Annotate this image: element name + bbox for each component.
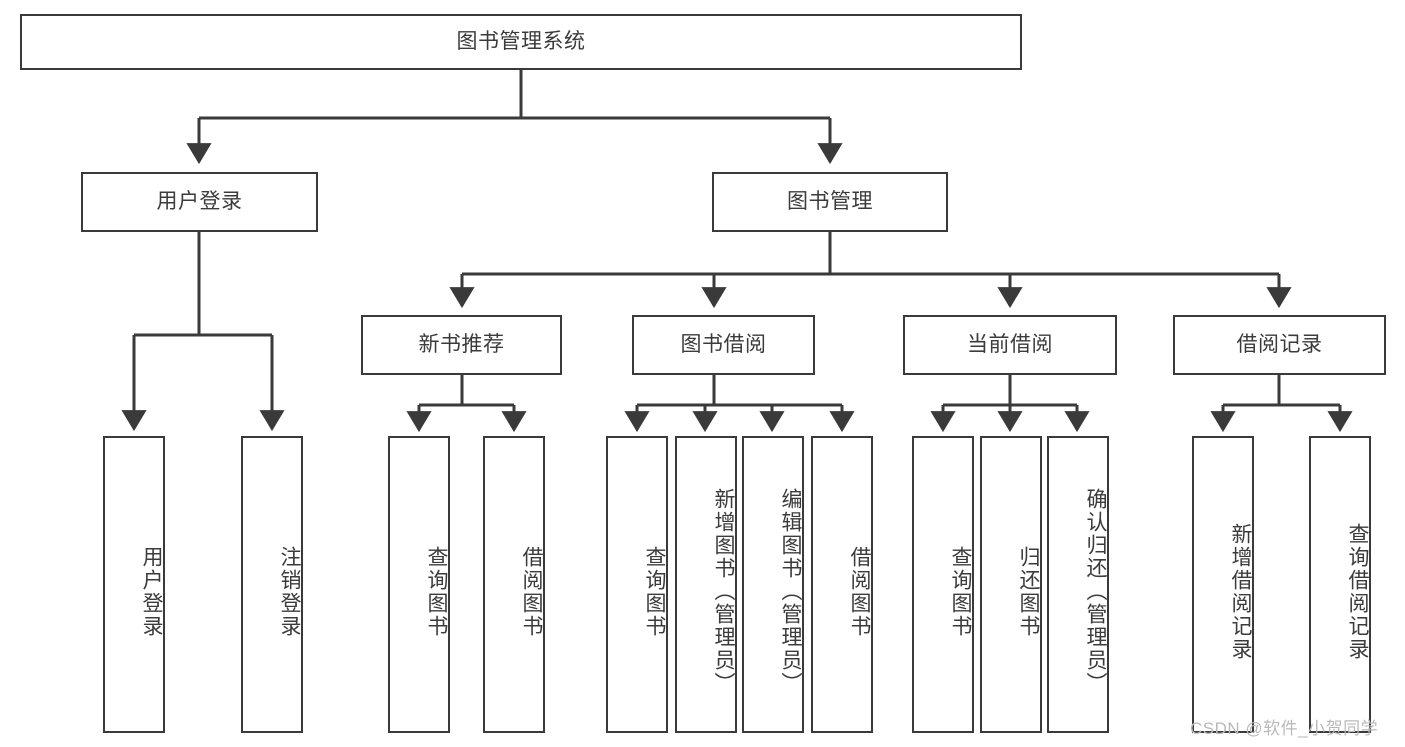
node-root-system[interactable]: 图书管理系统 xyxy=(20,14,1022,70)
node-label: 借阅图书 xyxy=(520,545,543,638)
node-label: 当前借阅 xyxy=(967,333,1053,357)
node-label: 查询图书 xyxy=(425,545,448,638)
node-label: 图书借阅 xyxy=(680,333,767,357)
node-label: 新增图书（管理员） xyxy=(712,488,735,695)
node-book-manage[interactable]: 图书管理 xyxy=(712,172,948,232)
node-leaf-borrow-book-2[interactable]: 借阅图书 xyxy=(811,436,873,733)
node-label: 注销登录 xyxy=(278,545,301,638)
node-label: 归还图书 xyxy=(1017,545,1040,638)
node-leaf-add-book[interactable]: 新增图书（管理员） xyxy=(675,436,737,733)
node-label: 查询借阅记录 xyxy=(1346,522,1369,661)
node-leaf-return-book[interactable]: 归还图书 xyxy=(980,436,1042,733)
node-leaf-user-login[interactable]: 用户登录 xyxy=(103,436,165,733)
node-label: 借阅记录 xyxy=(1236,333,1323,357)
node-label: 图书管理系统 xyxy=(456,30,586,54)
node-book-borrow[interactable]: 图书借阅 xyxy=(632,315,815,375)
node-borrow-record[interactable]: 借阅记录 xyxy=(1173,315,1386,375)
node-leaf-query-record[interactable]: 查询借阅记录 xyxy=(1309,436,1371,733)
node-leaf-add-record[interactable]: 新增借阅记录 xyxy=(1192,436,1254,733)
node-leaf-query-book-2[interactable]: 查询图书 xyxy=(606,436,668,733)
node-label: 查询图书 xyxy=(643,545,666,638)
node-label: 新增借阅记录 xyxy=(1229,522,1252,661)
node-user-login[interactable]: 用户登录 xyxy=(81,172,318,232)
node-label: 查询图书 xyxy=(949,545,972,638)
node-label: 新书推荐 xyxy=(418,333,505,357)
node-label: 编辑图书（管理员） xyxy=(779,488,802,695)
node-label: 借阅图书 xyxy=(848,545,871,638)
node-label: 确认归还（管理员） xyxy=(1084,488,1107,695)
node-leaf-confirm-return[interactable]: 确认归还（管理员） xyxy=(1047,436,1109,733)
node-leaf-query-book-1[interactable]: 查询图书 xyxy=(388,436,450,733)
node-leaf-borrow-book-1[interactable]: 借阅图书 xyxy=(483,436,545,733)
node-new-book-recommend[interactable]: 新书推荐 xyxy=(361,315,562,375)
node-label: 用户登录 xyxy=(156,190,243,214)
node-leaf-edit-book[interactable]: 编辑图书（管理员） xyxy=(742,436,804,733)
node-leaf-query-book-3[interactable]: 查询图书 xyxy=(912,436,974,733)
node-label: 用户登录 xyxy=(140,545,163,638)
node-leaf-logout-login[interactable]: 注销登录 xyxy=(241,436,303,733)
node-current-borrow[interactable]: 当前借阅 xyxy=(903,315,1117,375)
node-label: 图书管理 xyxy=(787,190,873,214)
watermark: CSDN @软件_小贺同学 xyxy=(1190,719,1379,738)
